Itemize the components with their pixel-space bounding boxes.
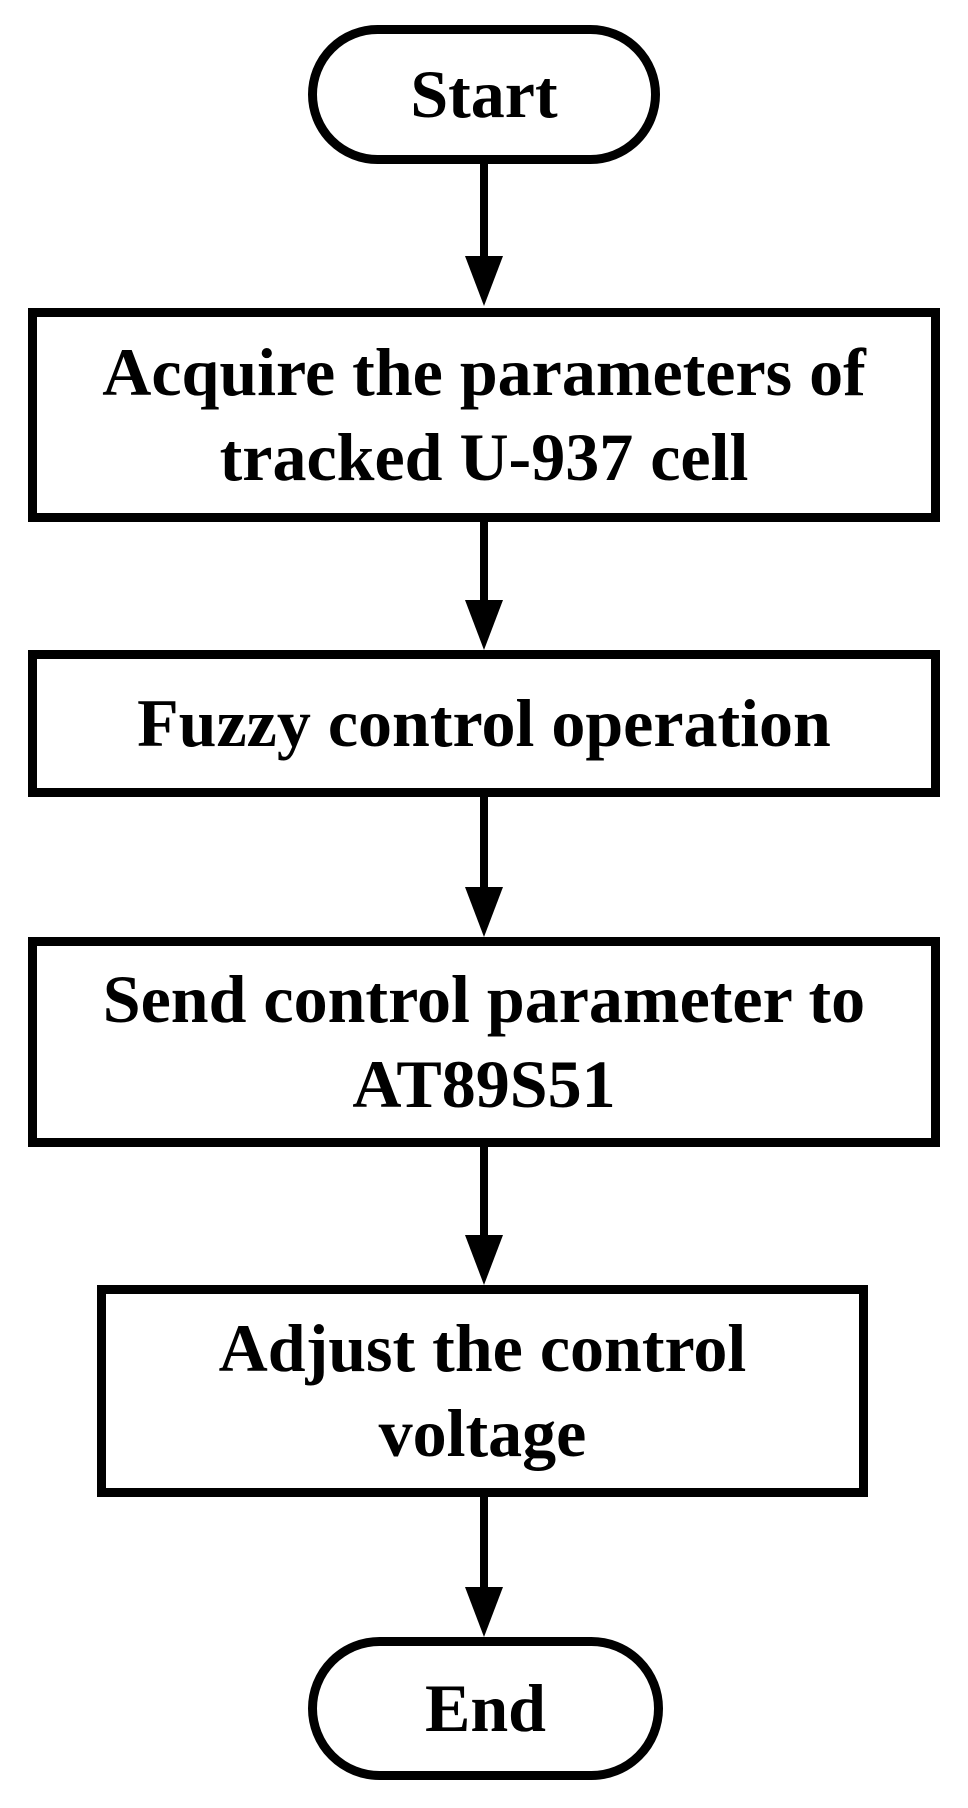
flowchart-node-fuzzy-control: Fuzzy control operation <box>28 650 940 797</box>
arrow-down-step3-to-step4 <box>465 1147 503 1285</box>
flowchart-node-start: Start <box>308 25 660 164</box>
flowchart-node-end: End <box>308 1637 663 1780</box>
node-label-line: Acquire the parameters of <box>102 334 866 410</box>
node-label: Fuzzy control operation <box>137 685 831 761</box>
flowchart-node-send-parameter: Send control parameter to AT89S51 <box>28 937 940 1147</box>
node-label: End <box>425 1670 546 1746</box>
arrow-down-step2-to-step3 <box>465 797 503 937</box>
arrow-down-start-to-step1 <box>465 164 503 306</box>
node-label-line: Adjust the control <box>218 1310 747 1386</box>
flowchart-node-acquire-parameters: Acquire the parameters of tracked U-937 … <box>28 308 940 522</box>
node-label-line: Send control parameter to <box>102 961 866 1037</box>
node-label-line: voltage <box>378 1395 587 1471</box>
node-label-line: AT89S51 <box>352 1046 616 1122</box>
arrow-down-step1-to-step2 <box>465 522 503 650</box>
node-label: Start <box>410 56 558 132</box>
flowchart-node-adjust-voltage: Adjust the control voltage <box>97 1285 868 1497</box>
arrow-down-step4-to-end <box>465 1497 503 1637</box>
node-label-line: tracked U-937 cell <box>219 419 749 495</box>
